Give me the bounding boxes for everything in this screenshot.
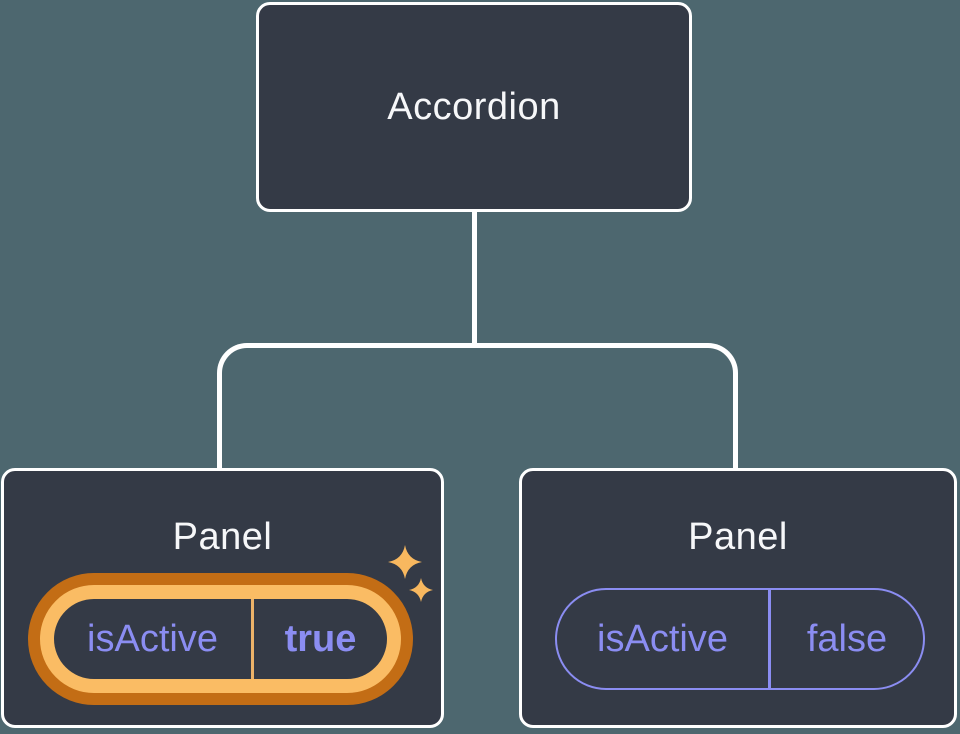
state-value: true: [284, 617, 357, 660]
panel-node-label: Panel: [688, 516, 788, 558]
tree-node-panel-inactive: Panel isActive false: [519, 468, 957, 728]
panel-node-label: Panel: [172, 516, 273, 558]
state-key: isActive: [597, 617, 728, 660]
connector-stem: [472, 210, 477, 347]
sparkles-icon: [388, 545, 433, 602]
state-key: isActive: [87, 617, 218, 660]
pill-divider: [251, 599, 254, 679]
connector-bracket: [217, 343, 738, 470]
tree-node-panel-active: Panel isActive true: [1, 468, 444, 728]
pill-divider: [768, 590, 771, 688]
state-pill-inactive: isActive false: [555, 588, 925, 690]
state-value: false: [806, 617, 888, 660]
accordion-node-label: Accordion: [387, 85, 561, 128]
tree-node-accordion: Accordion: [256, 2, 692, 212]
state-highlight-ring: isActive true: [28, 573, 413, 705]
state-pill-active: isActive true: [54, 599, 387, 679]
